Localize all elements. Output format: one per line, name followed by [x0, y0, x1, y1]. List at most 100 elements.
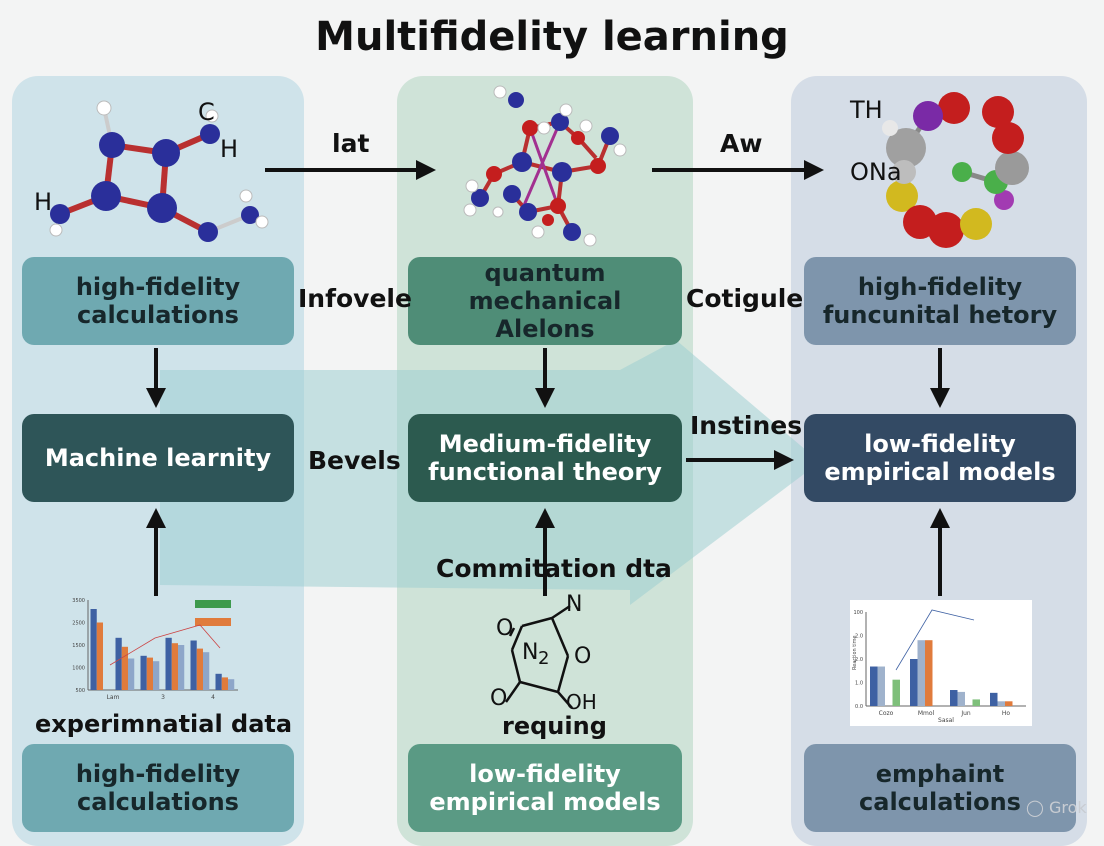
- left-mid-box: Machine learnity: [22, 414, 294, 502]
- chart-bar: [190, 640, 197, 690]
- chart-bar: [146, 657, 153, 690]
- chart-bar: [140, 655, 147, 690]
- chart-bar: [121, 646, 128, 690]
- arrow-label-lower-right: Instines: [690, 411, 803, 440]
- right-top-box-label: high-fidelity funcunital hetory: [822, 272, 1058, 329]
- middle-bottom-box: low-fidelity empirical models: [408, 744, 682, 832]
- chart-bar: [196, 648, 203, 690]
- x-tick-label: Ho: [1002, 710, 1011, 717]
- chart-bar: [877, 666, 885, 706]
- diagram-title: Multifidelity learning: [315, 14, 789, 60]
- x-tick-label: Lam: [107, 694, 120, 701]
- right-mid-box-label: low-fidelity empirical models: [824, 429, 1056, 486]
- chart-bar: [178, 645, 185, 690]
- structure-label-n-mid: N: [522, 640, 539, 665]
- chart-bar: [990, 692, 998, 706]
- right-molecule-label-ona: ONa: [850, 158, 902, 186]
- x-tick-label: 4: [211, 694, 215, 701]
- trend-line: [109, 624, 221, 666]
- y-tick-label: 2.0: [855, 634, 863, 640]
- arrow-label-lower-left: Bevels: [308, 446, 401, 475]
- trend-line: [895, 609, 975, 671]
- y-tick-label: 500: [75, 688, 85, 694]
- y-tick-label: 1000: [72, 666, 85, 672]
- left-bottom-box: high-fidelity calculations: [22, 744, 294, 832]
- chart-bar: [925, 640, 933, 706]
- chart-bar: [96, 622, 103, 690]
- middle-bottom-box-label: low-fidelity empirical models: [429, 759, 661, 816]
- chart-bar: [221, 677, 228, 690]
- watermark-icon: ◯: [1026, 798, 1044, 817]
- watermark-label: ◯ Grok: [1026, 798, 1087, 817]
- structure-label-o-right: O: [574, 644, 592, 669]
- y-tick-label: 1.0: [855, 681, 863, 687]
- middle-caption: requing: [502, 712, 607, 740]
- x-tick-label: Jun: [960, 710, 971, 717]
- arrow-label-mid-left: Infovele: [298, 284, 412, 313]
- chart-bar: [215, 673, 222, 690]
- x-tick-label: Cozo: [879, 710, 894, 717]
- x-tick-label: Mmol: [918, 710, 935, 717]
- chart-bar: [90, 609, 97, 690]
- structure-label-n-top: N: [566, 592, 583, 617]
- right-molecule-label-th: TH: [850, 96, 883, 124]
- y-tick-label: 1500: [72, 643, 85, 649]
- watermark-text: Grok: [1049, 798, 1087, 817]
- y-tick-label: 0.0: [855, 704, 863, 710]
- y-tick-label: 100: [853, 610, 863, 616]
- chart-bar: [128, 658, 135, 690]
- chart-bar: [115, 637, 122, 690]
- y-tick-label: 3500: [72, 598, 85, 604]
- right-bottom-box: emphaint calculations: [804, 744, 1076, 832]
- right-bottom-box-label: emphaint calculations: [859, 759, 1021, 816]
- chart-bar: [165, 637, 172, 690]
- structure-label-o-left: O: [496, 616, 514, 641]
- structure-label-o-bottom: O: [490, 686, 508, 711]
- left-molecule-label-h2: H: [34, 188, 53, 216]
- chart-bar: [892, 679, 900, 706]
- left-top-box-label: high-fidelity calculations: [75, 272, 241, 329]
- y-tick-label: 2500: [72, 621, 85, 627]
- left-molecule-label-h1: H: [220, 135, 239, 163]
- chart-bar: [997, 701, 1005, 706]
- chart-bar: [228, 679, 235, 690]
- y-axis-label: Reaction time: [852, 635, 858, 670]
- chart-bar: [171, 643, 178, 690]
- chart-bar: [917, 640, 925, 706]
- x-tick-label: 3: [161, 694, 165, 701]
- structure-label-sub: 2: [538, 648, 550, 669]
- middle-top-box-label: quantum mechanical Alelons: [468, 258, 622, 344]
- chart-bar: [972, 699, 980, 706]
- left-top-box: high-fidelity calculations: [22, 257, 294, 345]
- chart-bar: [1005, 701, 1013, 706]
- chart-bar: [870, 666, 878, 706]
- x-axis-label: Sasal: [938, 717, 954, 724]
- right-top-box: high-fidelity funcunital hetory: [804, 257, 1076, 345]
- y-tick-label: 2.0: [855, 657, 863, 663]
- arrow-label-mid-right: Cotigule: [686, 284, 804, 313]
- arrow-label-top-left: lat: [332, 129, 370, 158]
- middle-mid-box-label: Medium-fidelity functional theory: [428, 429, 662, 486]
- left-caption: experimnatial data: [35, 710, 293, 738]
- right-mid-box: low-fidelity empirical models: [804, 414, 1076, 502]
- middle-mid-box: Medium-fidelity functional theory: [408, 414, 682, 502]
- middle-data-label: Commitation dta: [436, 554, 672, 583]
- chart-bar: [203, 652, 210, 690]
- chart-bar: [910, 659, 918, 706]
- left-bottom-box-label: high-fidelity calculations: [75, 759, 241, 816]
- structure-label-oh: OH: [566, 690, 597, 714]
- legend-swatch: [195, 618, 231, 626]
- chart-bar: [957, 691, 965, 706]
- chart-bar: [950, 690, 958, 706]
- arrow-label-top-right: Aw: [720, 129, 763, 158]
- left-molecule-label-c: C: [198, 98, 215, 126]
